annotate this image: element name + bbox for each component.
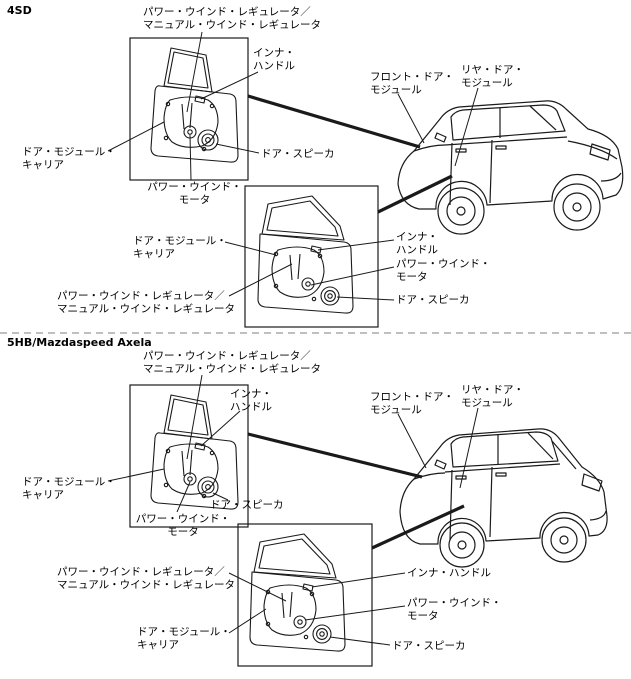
section-title-5hb: 5HB/Mazdaspeed Axela <box>7 336 152 349</box>
leader-5hb-rear-inner-handle <box>311 572 406 588</box>
leader-4sd-rear-module-carrier <box>224 241 277 256</box>
leader-4sd-rear-window-motor <box>310 266 395 286</box>
leader-lines-5hb <box>107 374 479 646</box>
hatchback-belt-line <box>444 463 561 473</box>
connector-lines-5hb <box>247 432 465 550</box>
leader-4sd-front-inner-handle <box>200 71 259 100</box>
label-4sd-rear-module-carrier: ドア・モジュール・ キャリア <box>133 235 227 261</box>
sedan-front-door-handle <box>455 148 467 153</box>
rear-door-illustration-5hb <box>249 533 346 652</box>
hatchback-c-pillar <box>527 432 554 460</box>
leader-5hb-front-speaker <box>212 492 229 501</box>
leader-5hb-front-inner-handle <box>200 410 241 447</box>
label-4sd-front-regulator: パワー・ウインド・レギュレータ／ マニュアル・ウインド・レギュレータ <box>143 6 321 32</box>
hatchback-rear-door-handle <box>495 472 507 477</box>
front-door-illustration-4sd <box>150 47 239 163</box>
label-5hb-rear-door-module: リヤ・ドア・ モジュール <box>461 384 524 410</box>
hatchback-side-mirror <box>434 459 447 470</box>
label-4sd-rear-regulator: パワー・ウインド・レギュレータ／ マニュアル・ウインド・レギュレータ <box>57 290 235 316</box>
leader-5hb-rear-window-motor <box>304 605 406 621</box>
label-4sd-front-inner-handle: インナ・ ハンドル <box>253 47 295 73</box>
label-5hb-front-module-carrier: ドア・モジュール・ キャリア <box>22 476 116 502</box>
connector-5hb-rear-door-to-car <box>371 504 465 550</box>
leader-5hb-front-window-motor <box>176 481 191 513</box>
hatchback-rear-bumper <box>589 510 607 521</box>
leader-4sd-front-module-car <box>397 93 425 144</box>
hatchback-body <box>399 428 608 545</box>
hatchback-illustration <box>399 428 608 568</box>
label-4sd-front-window-motor: パワー・ウインド・ モータ <box>147 181 242 207</box>
hatchback-hatch-window <box>551 440 577 470</box>
leader-4sd-front-regulator <box>186 31 203 113</box>
leader-4sd-rear-inner-handle <box>317 239 395 251</box>
connector-lines-4sd <box>247 94 453 214</box>
sedan-hood-crease <box>413 144 446 152</box>
sedan-front-door-cut <box>449 142 453 206</box>
hatchback-front-door-cut <box>449 469 453 541</box>
label-4sd-front-speaker: ドア・スピーカ <box>261 148 335 160</box>
label-5hb-rear-window-motor: パワー・ウインド・ モータ <box>407 597 502 623</box>
label-5hb-front-speaker: ドア・スピーカ <box>210 499 284 511</box>
sedan-body <box>397 100 624 210</box>
label-4sd-rear-speaker: ドア・スピーカ <box>396 294 470 306</box>
sedan-rear-door-cut <box>489 139 493 204</box>
label-5hb-front-regulator: パワー・ウインド・レギュレータ／ マニュアル・ウインド・レギュレータ <box>143 350 321 376</box>
leader-5hb-rear-module-car <box>459 407 479 489</box>
connector-5hb-front-door-to-car <box>247 432 423 479</box>
hatchback-wheel-rear <box>541 517 587 563</box>
label-5hb-rear-speaker: ドア・スピーカ <box>392 640 466 652</box>
label-5hb-front-door-module: フロント・ドア・ モジュール <box>370 391 454 417</box>
leader-4sd-front-module-carrier <box>107 121 165 152</box>
rear-door-box-5hb <box>237 523 373 667</box>
sedan-rear-door-handle <box>495 145 507 150</box>
leader-5hb-front-regulator <box>186 374 203 460</box>
connector-4sd-rear-door-to-car <box>377 174 453 214</box>
label-4sd-front-door-module: フロント・ドア・ モジュール <box>370 71 454 97</box>
sedan-greenhouse <box>450 104 566 141</box>
label-5hb-rear-module-carrier: ドア・モジュール・ キャリア <box>137 626 231 652</box>
leader-4sd-rear-speaker <box>336 296 395 301</box>
label-5hb-rear-regulator: パワー・ウインド・レギュレータ／ マニュアル・ウインド・レギュレータ <box>57 566 235 592</box>
sedan-taillight <box>589 143 611 161</box>
leader-5hb-rear-regulator <box>228 572 287 602</box>
front-door-box-4sd <box>129 37 249 181</box>
label-4sd-front-module-carrier: ドア・モジュール・ キャリア <box>22 146 116 172</box>
sedan-wheel-rear <box>553 183 601 231</box>
sedan-side-mirror <box>434 132 447 143</box>
hatchback-wheel-front <box>439 522 485 568</box>
leader-4sd-front-window-motor <box>189 134 192 181</box>
leader-5hb-rear-speaker <box>329 636 391 646</box>
sedan-c-pillar <box>529 105 557 131</box>
front-door-box-5hb <box>129 384 249 528</box>
hatchback-rear-door-cut <box>489 466 493 538</box>
sedan-illustration <box>397 100 624 235</box>
label-5hb-rear-inner-handle: インナ・ハンドル <box>407 567 491 579</box>
label-4sd-rear-inner-handle: インナ・ ハンドル <box>396 231 438 257</box>
leader-5hb-rear-module-carrier <box>228 608 267 634</box>
leader-4sd-rear-module-car <box>454 87 479 167</box>
label-4sd-rear-door-module: リヤ・ドア・ モジュール <box>461 64 524 90</box>
sedan-belt-line <box>444 136 568 146</box>
hatchback-greenhouse <box>450 431 559 468</box>
section-title-4sd: 4SD <box>7 4 32 17</box>
connector-4sd-front-door-to-car <box>247 94 421 149</box>
front-door-illustration-5hb <box>150 394 239 510</box>
sedan-rear-bumper <box>600 172 622 182</box>
label-5hb-front-inner-handle: インナ・ ハンドル <box>230 388 272 414</box>
leader-4sd-front-speaker <box>215 143 260 154</box>
leader-5hb-front-module-carrier <box>107 468 165 482</box>
hatchback-hood-crease <box>413 472 446 480</box>
sedan-wheel-front <box>437 187 485 235</box>
label-4sd-rear-window-motor: パワー・ウインド・ モータ <box>396 258 491 284</box>
rear-door-box-4sd <box>244 185 379 328</box>
leader-5hb-front-module-car <box>397 413 427 469</box>
hatchback-front-door-handle <box>455 475 467 480</box>
sedan-trunk-crease <box>567 140 618 160</box>
hatchback-taillight <box>581 473 603 492</box>
leader-4sd-rear-regulator <box>228 263 293 297</box>
leader-lines-4sd <box>107 31 479 301</box>
label-5hb-front-window-motor: パワー・ウインド・ モータ <box>135 513 231 539</box>
